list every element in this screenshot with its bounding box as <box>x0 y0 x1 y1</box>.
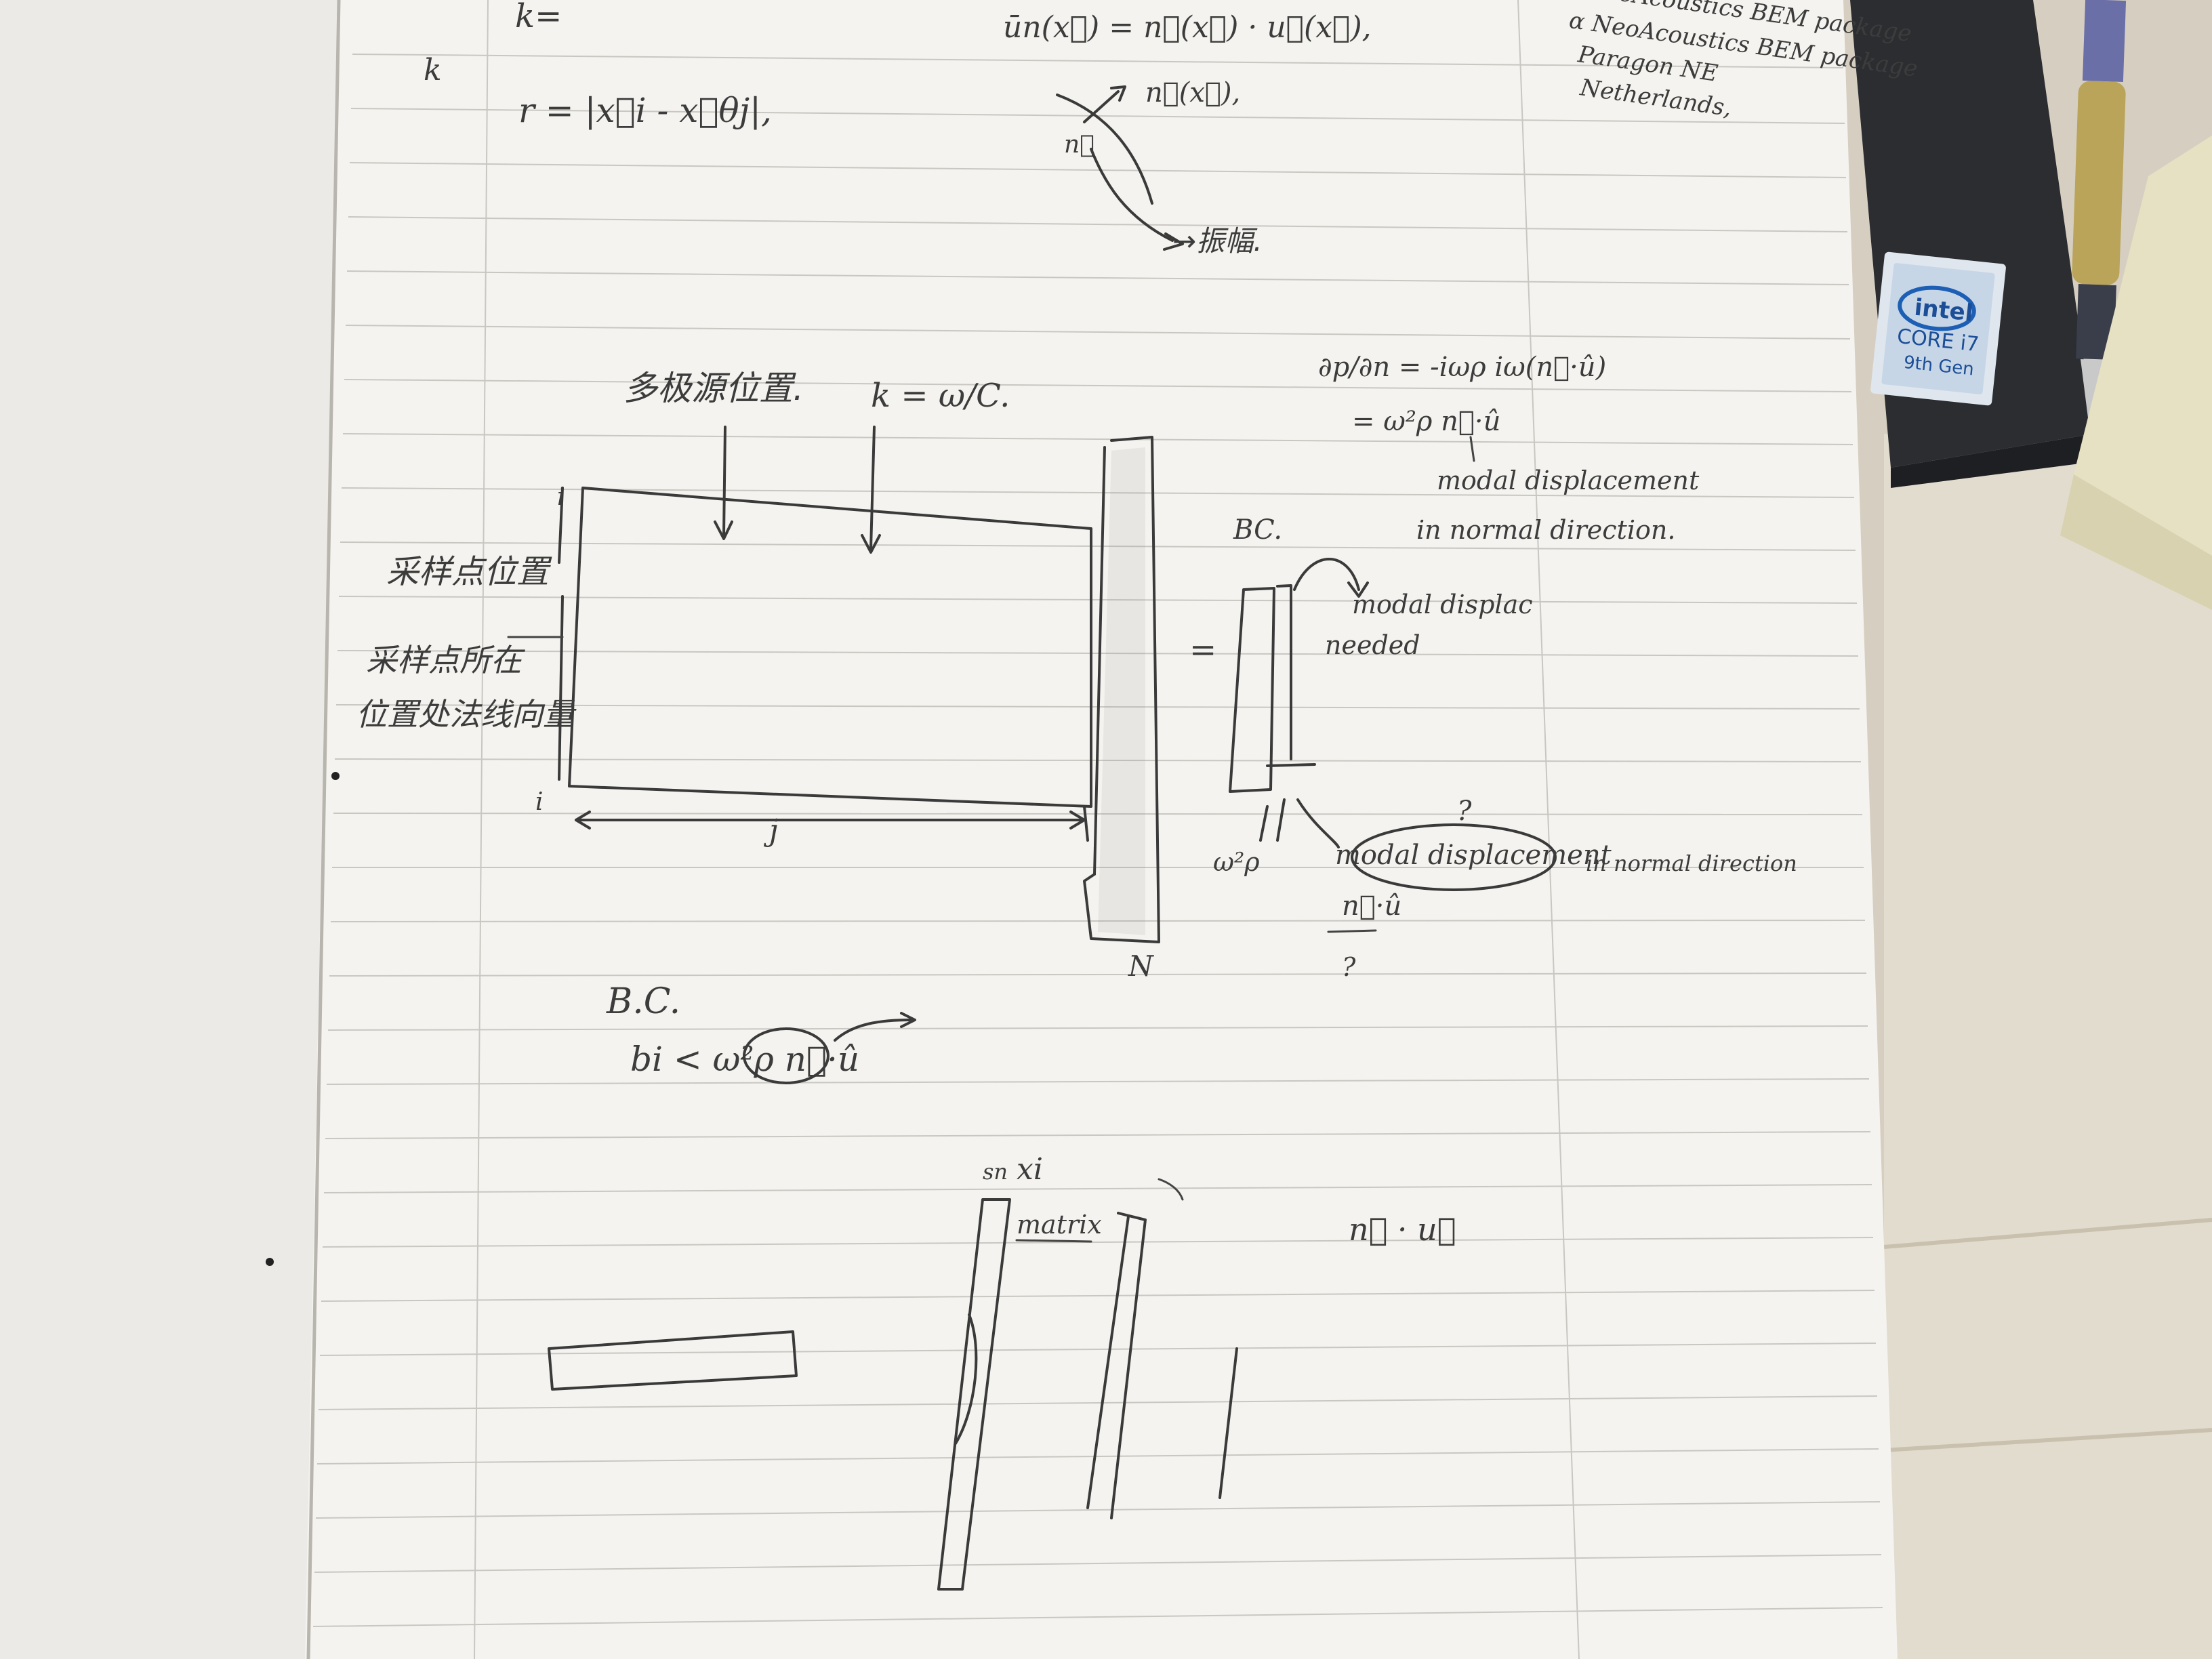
page-spine <box>306 0 341 1659</box>
k-mark: k <box>424 53 442 87</box>
n-dot-u-underline <box>1327 929 1377 933</box>
bottom-sketch-shapes <box>548 1178 1238 1591</box>
bc-eq1: ∂p/∂n = -iωρ iω(n⃗·û) <box>1318 352 1606 383</box>
N-label: N <box>1128 949 1154 983</box>
page-dot-2 <box>266 1258 274 1266</box>
in-normal-direction-1: in normal direction. <box>1416 515 1675 545</box>
k-omega-c-label: k = ω/C. <box>871 377 1010 415</box>
surface-normal-sketch <box>1056 85 1184 251</box>
un-formula: ūn(x⃗) = n⃗(x⃗) · u⃗(x⃗), <box>1003 10 1372 45</box>
n-vec-label: n⃗ <box>1064 131 1094 159</box>
modal-displacement-1: modal displacement <box>1437 466 1700 495</box>
omega-rho-label: ω²ρ <box>1213 847 1260 877</box>
r-formula: r = |x⃗i - x⃗θj|, <box>518 91 772 130</box>
desk-edge <box>1883 1218 2212 1249</box>
question-mark-1: ? <box>1457 796 1472 827</box>
intel-sticker: intel CORE i7 9th Gen <box>1870 251 2006 406</box>
sample-position-label: 采样点位置 <box>386 553 552 591</box>
bc-eq2: = ω²ρ n⃗·û <box>1352 406 1500 437</box>
bc-vector-sketch <box>1229 558 1557 891</box>
bc-lower-arrowhead <box>900 1012 916 1028</box>
bc-lower-label: B.C. <box>606 981 680 1022</box>
laptop-edge <box>1891 434 2101 488</box>
page-dot-1 <box>331 772 340 780</box>
bc-lower-circle <box>743 1027 830 1084</box>
multipole-position-label: 多极源位置. <box>623 369 804 408</box>
sample-normal-line2: 位置处法线向量 <box>356 696 577 733</box>
matrix-underline <box>1015 1239 1092 1243</box>
in-normal-direction-2: in normal direction <box>1586 851 1797 876</box>
intel-brand-text: intel <box>1913 294 1975 327</box>
matrix-sketch <box>507 426 1160 943</box>
i-label-bottom: i <box>535 788 544 816</box>
desk-surface-right <box>1884 434 2212 1659</box>
n-dot-u-bc: n⃗·û <box>1342 890 1401 922</box>
amplitude-label: →振幅. <box>1172 224 1263 258</box>
n-dot-u-bottom: n⃗ · u⃗ <box>1349 1211 1456 1248</box>
modal-displac-label: modal displac <box>1352 590 1533 619</box>
sticky-notes <box>2060 136 2212 610</box>
bc-lower-arrow <box>834 1019 913 1042</box>
xi-label: xi <box>1017 1152 1043 1187</box>
needed-label: needed <box>1325 630 1420 660</box>
k-label: k= <box>515 0 562 35</box>
modal-displacement-2: modal displacement <box>1335 840 1612 871</box>
left-page <box>0 0 352 1659</box>
n-of-x-label: n⃗(x⃗), <box>1145 77 1240 108</box>
matrix-label: matrix <box>1017 1210 1102 1240</box>
bc-pointer-line <box>1469 436 1475 462</box>
desk-edge-2 <box>1883 1428 2212 1452</box>
prefix-label: sn <box>983 1159 1008 1185</box>
equals-sign: = <box>1189 631 1216 669</box>
sample-normal-line1: 采样点所在 <box>366 642 526 678</box>
bc-label: BC. <box>1233 514 1282 546</box>
question-mark-2: ? <box>1342 952 1356 982</box>
pen <box>2072 0 2127 461</box>
i-label-top: i <box>557 483 565 511</box>
